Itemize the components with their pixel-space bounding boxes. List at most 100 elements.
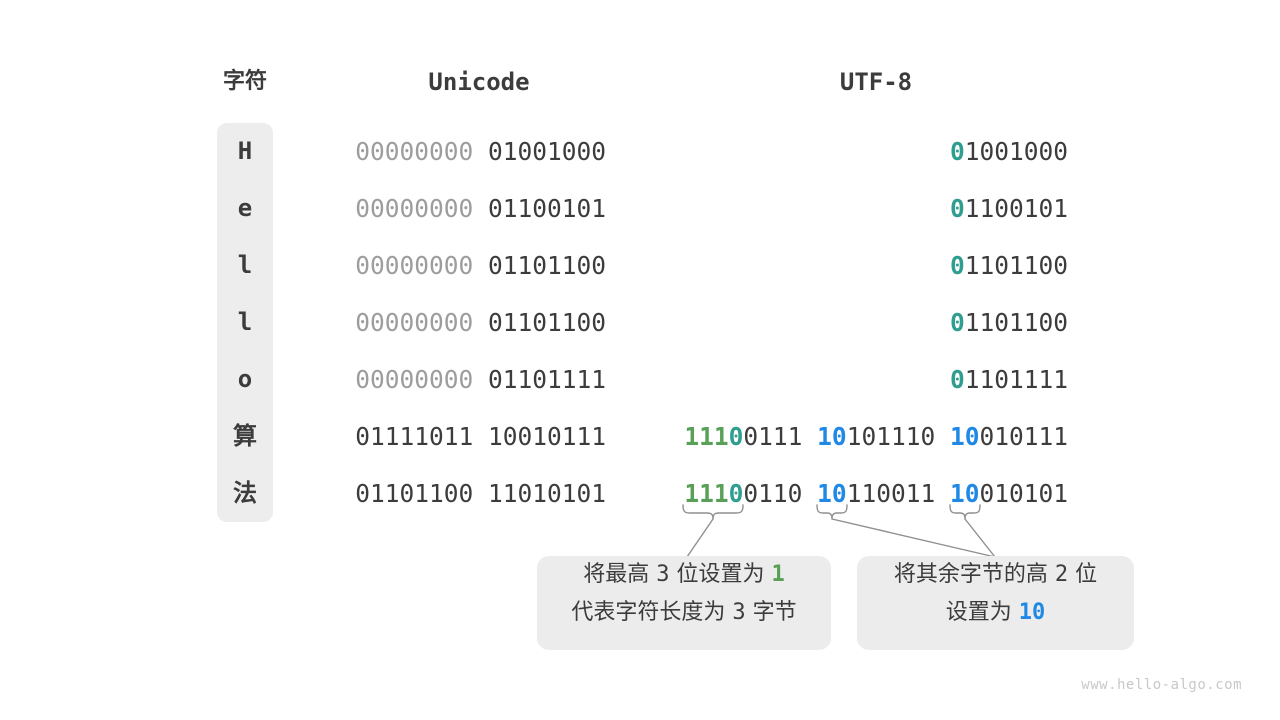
unicode-binary-segment: 00000000 xyxy=(355,251,474,280)
callout-text-segment: 将其余字节的高 xyxy=(893,562,1055,587)
unicode-binary: 00000000 01101100 xyxy=(352,237,606,294)
utf8-binary: 01101111 xyxy=(684,351,1068,408)
utf8-binary-segment: 0 xyxy=(949,365,965,394)
callout-line: 将最高 3 位设置为 1 xyxy=(537,556,831,594)
callout-text-segment: 10 xyxy=(1018,600,1046,625)
utf8-binary-segment: 110011 xyxy=(846,479,936,508)
callout-text-segment: 位设置为 xyxy=(669,562,772,587)
callout-text-segment: 代表字符长度为 xyxy=(571,600,733,625)
underbrace-continuation-byte3 xyxy=(949,504,981,520)
utf8-binary: 01101100 xyxy=(684,294,1068,351)
utf8-binary: 01100101 xyxy=(684,180,1068,237)
brace-annotation-overlay xyxy=(682,504,996,558)
callout-line: 代表字符长度为 3 字节 xyxy=(537,594,831,632)
callout-text-segment: 设置为 xyxy=(945,600,1019,625)
utf8-binary-segment: 1100101 xyxy=(964,194,1068,223)
char-column-header: 字符 xyxy=(222,69,267,94)
unicode-binary-segment: 00000000 xyxy=(355,194,474,223)
unicode-binary: 00000000 01101111 xyxy=(352,351,606,408)
connector-line-right xyxy=(964,518,996,558)
callout-text-segment: 1 xyxy=(771,562,785,587)
utf8-binary-segment: 010101 xyxy=(979,479,1068,508)
unicode-binary-segment: 01100101 xyxy=(487,194,606,223)
character-cell: o xyxy=(237,365,253,393)
unicode-binary-segment xyxy=(473,194,488,223)
character-cell: 法 xyxy=(233,479,257,507)
unicode-binary-segment xyxy=(473,137,488,166)
utf8-binary-segment: 0 xyxy=(949,251,965,280)
utf8-binary-segment: 101110 xyxy=(846,422,936,451)
unicode-binary: 00000000 01100101 xyxy=(352,180,606,237)
utf8-binary: 01001000 xyxy=(684,123,1068,180)
unicode-binary: 01101100 11010101 xyxy=(352,465,606,522)
callout-text-segment: 2 xyxy=(1054,562,1069,587)
unicode-binary-segment: 01111011 xyxy=(355,422,474,451)
utf8-binary-segment: 1101100 xyxy=(964,308,1068,337)
utf8-binary-segment: 0 xyxy=(728,479,744,508)
callout-continuation-bits: 将其余字节的高 2 位设置为 10 xyxy=(857,556,1134,650)
utf8-binary-segment: 0110 xyxy=(743,479,803,508)
utf8-binary-segment: 10 xyxy=(949,422,980,451)
unicode-binary: 01111011 10010111 xyxy=(352,408,606,465)
unicode-binary: 00000000 01101100 xyxy=(352,294,606,351)
utf8-binary-segment: 0 xyxy=(949,137,965,166)
utf8-binary-segment: 111 xyxy=(684,422,729,451)
unicode-binary-segment xyxy=(473,251,488,280)
callout-line: 设置为 10 xyxy=(857,594,1134,632)
utf8-binary-segment: 10 xyxy=(949,479,980,508)
unicode-binary-segment: 01101111 xyxy=(487,365,606,394)
unicode-binary-segment: 01001000 xyxy=(487,137,606,166)
unicode-binary-segment: 01101100 xyxy=(487,251,606,280)
unicode-column-header: Unicode xyxy=(428,68,530,96)
utf8-binary-segment xyxy=(935,422,950,451)
unicode-binary-segment xyxy=(473,365,488,394)
utf8-binary-segment xyxy=(802,422,817,451)
unicode-binary-segment: 00000000 xyxy=(355,137,474,166)
char-column-background xyxy=(217,123,273,522)
character-cell: 算 xyxy=(233,422,257,450)
watermark: www.hello-algo.com xyxy=(1081,677,1242,693)
unicode-binary-segment xyxy=(473,308,488,337)
connector-line-left xyxy=(686,518,714,558)
connector-line-mid xyxy=(831,518,996,558)
character-cell: e xyxy=(237,194,253,222)
utf8-binary-segment: 111 xyxy=(684,479,729,508)
utf8-binary-segment: 010111 xyxy=(979,422,1068,451)
callout-line: 将其余字节的高 2 位 xyxy=(857,556,1134,594)
utf8-binary-segment: 0 xyxy=(949,194,965,223)
utf8-binary-segment: 10 xyxy=(817,422,847,451)
character-cell: H xyxy=(237,137,253,165)
character-cell: l xyxy=(237,251,253,279)
utf8-binary-segment: 10 xyxy=(817,479,847,508)
unicode-binary: 00000000 01001000 xyxy=(352,123,606,180)
unicode-binary-segment: 11010101 xyxy=(487,479,606,508)
unicode-binary-segment: 10010111 xyxy=(487,422,606,451)
callout-text-segment: 将最高 xyxy=(583,562,657,587)
unicode-binary-segment: 00000000 xyxy=(355,365,474,394)
callout-text-segment: 字节 xyxy=(745,600,797,625)
utf8-binary: 11100111 10101110 10010111 xyxy=(684,408,1068,465)
utf8-binary-segment: 0 xyxy=(728,422,744,451)
unicode-binary-segment: 00000000 xyxy=(355,308,474,337)
unicode-binary-segment: 01101100 xyxy=(355,479,474,508)
callout-text-segment: 3 xyxy=(656,562,670,587)
utf8-binary-segment: 1001000 xyxy=(964,137,1068,166)
unicode-binary-segment xyxy=(473,479,488,508)
utf8-binary: 11100110 10110011 10010101 xyxy=(684,465,1068,522)
underbrace-length-bits xyxy=(682,504,744,520)
utf8-binary: 01101100 xyxy=(684,237,1068,294)
utf8-column-header: UTF-8 xyxy=(839,68,913,96)
unicode-binary-segment: 01101100 xyxy=(487,308,606,337)
unicode-binary-segment xyxy=(473,422,488,451)
utf8-binary-segment: 0 xyxy=(949,308,965,337)
underbrace-continuation-byte2 xyxy=(816,504,848,520)
